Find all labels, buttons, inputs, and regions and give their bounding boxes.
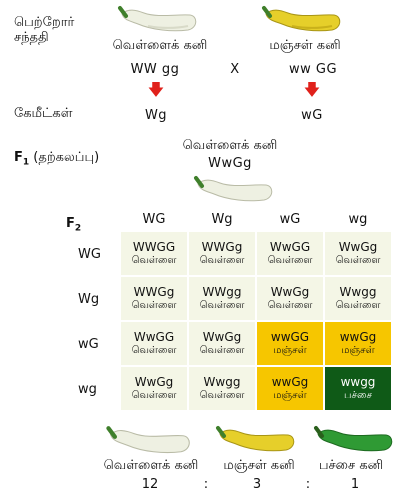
cell-phenotype: வெள்ளை <box>131 254 177 266</box>
cell-genotype: WWGg <box>201 239 243 254</box>
f2-column-header: Wg <box>211 212 233 227</box>
f2-row-header: Wg <box>78 292 100 307</box>
down-arrow-icon: 🡇 <box>303 80 321 99</box>
white-squash-icon <box>118 6 197 32</box>
f1-genotype: WwGg <box>208 156 252 171</box>
cell-genotype: wwGg <box>271 374 309 389</box>
cell-genotype: wwGG <box>270 329 310 344</box>
cell-genotype: WwGg <box>202 329 242 344</box>
cell-phenotype: மஞ்சள் <box>273 344 307 356</box>
cell-phenotype: வெள்ளை <box>267 254 313 266</box>
ratio-yellow-value: 3 <box>252 477 262 492</box>
ratio-white-value: 12 <box>141 477 159 492</box>
ratio-white-squash-icon <box>106 426 190 454</box>
gametes-label: கேமீட்கள் <box>14 106 73 121</box>
cell-phenotype: வெள்ளை <box>199 389 245 401</box>
parental-label-line1: பெற்றோர் <box>14 15 75 30</box>
cell-genotype: WWgg <box>202 284 242 299</box>
cell-phenotype: வெள்ளை <box>335 299 381 311</box>
f1-label-main: F <box>14 150 23 165</box>
f2-column-header: wg <box>348 212 368 227</box>
cell-phenotype: வெள்ளை <box>199 254 245 266</box>
cell-phenotype: மஞ்சள் <box>341 344 375 356</box>
cell-genotype: wwGg <box>339 329 377 344</box>
f1-name: வெள்ளைக் கனி <box>182 138 278 153</box>
cell-phenotype: வெள்ளை <box>267 299 313 311</box>
f1-label-rest: (தற்கலப்பு) <box>29 150 100 165</box>
white-gamete: Wg <box>144 108 168 123</box>
white-parent-name: வெள்ளைக் கனி <box>112 38 208 53</box>
f2-row-header: wg <box>78 382 97 397</box>
ratio-yellow-squash-icon <box>216 426 295 452</box>
f2-row-header: wG <box>78 337 99 352</box>
yellow-gamete: wG <box>301 108 323 123</box>
f2-row-header: WG <box>78 247 101 262</box>
down-arrow-icon: 🡇 <box>147 80 165 99</box>
cell-genotype: Wwgg <box>203 374 241 389</box>
cell-genotype: WwGG <box>269 239 311 254</box>
cell-genotype: WwGg <box>134 374 174 389</box>
cell-phenotype: வெள்ளை <box>131 389 177 401</box>
f2-column-header: WG <box>142 212 166 227</box>
cell-genotype: WwGG <box>133 329 175 344</box>
cell-phenotype: வெள்ளை <box>199 299 245 311</box>
cell-phenotype: பச்சை <box>344 389 372 401</box>
yellow-parent-genotype: ww GG <box>288 62 338 77</box>
cell-genotype: WwGg <box>338 239 378 254</box>
f2-label-sub: 2 <box>74 223 82 234</box>
ratio-separator: : <box>305 477 311 492</box>
parental-label: பெற்றோர் சந்ததி <box>14 15 75 46</box>
parental-label-line2: சந்ததி <box>14 29 49 45</box>
ratio-yellow-label: மஞ்சள் கனி <box>223 458 295 473</box>
cell-genotype: Wwgg <box>339 284 377 299</box>
cell-phenotype: வெள்ளை <box>199 344 245 356</box>
cross-symbol: X <box>230 62 240 77</box>
ratio-green-value: 1 <box>350 477 360 492</box>
f1-label: F1 (தற்கலப்பு) <box>14 150 99 168</box>
ratio-green-label: பச்சை கனி <box>318 458 384 473</box>
ratio-separator: : <box>203 477 209 492</box>
f2-label-main: F <box>66 216 75 231</box>
cell-genotype: wwgg <box>340 374 376 389</box>
cell-genotype: WWGG <box>132 239 176 254</box>
cell-phenotype: மஞ்சள் <box>273 389 307 401</box>
white-parent-genotype: WW gg <box>130 62 180 77</box>
f1-label-sub: 1 <box>22 157 30 168</box>
f2-label: F2 <box>66 216 81 234</box>
f1-white-squash-icon <box>194 176 273 202</box>
cell-phenotype: வெள்ளை <box>335 254 381 266</box>
ratio-white-label: வெள்ளைக் கனி <box>103 458 199 473</box>
ratio-green-squash-icon <box>314 426 393 452</box>
yellow-squash-icon <box>262 6 341 32</box>
f2-column-header: wG <box>279 212 301 227</box>
cell-genotype: WWGg <box>133 284 175 299</box>
yellow-parent-name: மஞ்சள் கனி <box>269 38 341 53</box>
cell-phenotype: வெள்ளை <box>131 299 177 311</box>
cell-genotype: WwGg <box>270 284 310 299</box>
cell-phenotype: வெள்ளை <box>131 344 177 356</box>
